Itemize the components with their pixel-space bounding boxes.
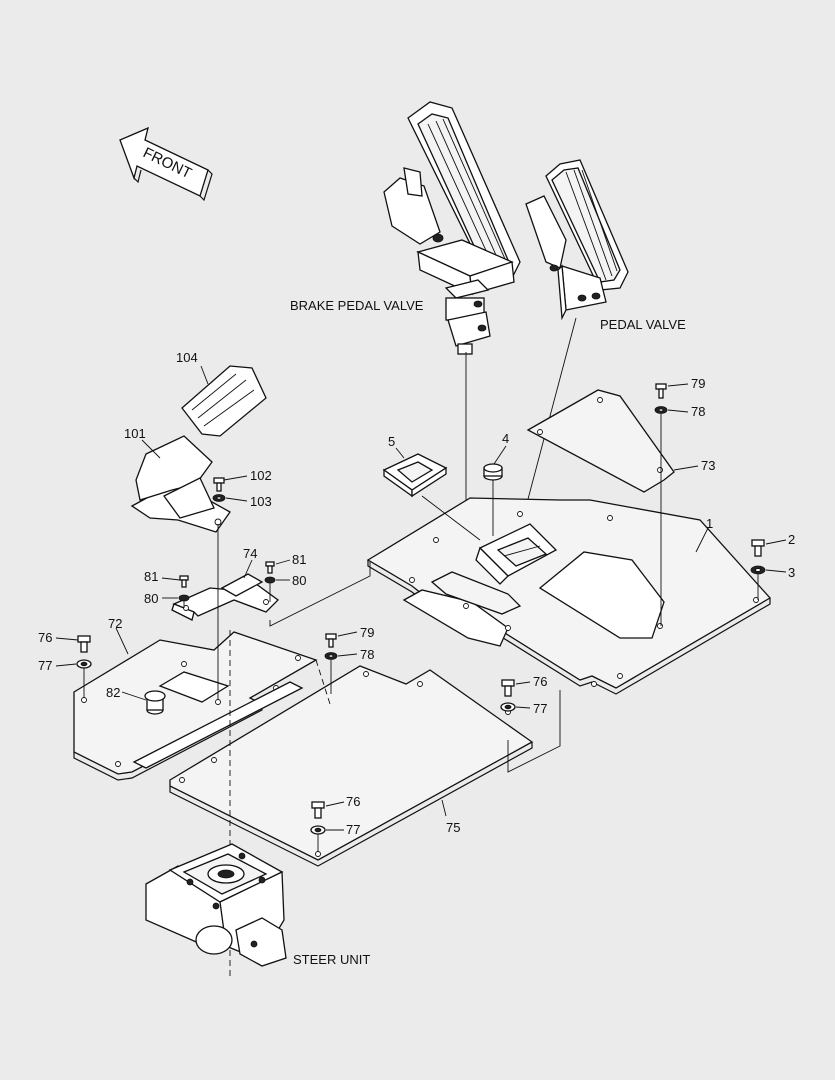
plate-75: [169, 665, 534, 867]
callout-80-left: 80: [144, 591, 158, 606]
callout-2: 2: [788, 532, 795, 547]
callout-4: 4: [502, 431, 509, 446]
callout-79-right: 79: [691, 376, 705, 391]
callout-102: 102: [250, 468, 272, 483]
callout-78-right: 78: [691, 404, 705, 419]
pad-104: [181, 365, 267, 437]
callout-74: 74: [243, 546, 257, 561]
floor-plate-1: [366, 497, 772, 695]
callout-101: 101: [124, 426, 146, 441]
pedal-101: [130, 435, 231, 533]
strip-72: [132, 681, 304, 769]
washer-103: [212, 494, 226, 502]
brake-pedal-ribs: [427, 118, 506, 269]
grommet-5: [382, 453, 448, 498]
washer-77-left: [76, 659, 92, 669]
washer-78-center: [324, 652, 338, 660]
callout-78-center: 78: [360, 647, 374, 662]
bolt-2: [751, 539, 765, 557]
callout-104: 104: [176, 350, 198, 365]
pedal-valve: [525, 159, 629, 321]
steer-unit-label: STEER UNIT: [293, 952, 370, 967]
pedal-valve-label: PEDAL VALVE: [600, 317, 686, 332]
pedal-mount-bracket: [475, 523, 558, 585]
callout-79-center: 79: [360, 625, 374, 640]
callout-77-left: 77: [38, 658, 52, 673]
callout-76-center: 76: [533, 674, 547, 689]
plug-82: [144, 690, 166, 715]
callout-1: 1: [706, 516, 713, 531]
callout-73: 73: [701, 458, 715, 473]
bolt-76-bottom: [311, 801, 325, 819]
steer-unit: [145, 843, 287, 967]
bolt-102: [213, 477, 225, 492]
washer-80-right: [264, 576, 276, 584]
callout-77-center: 77: [533, 701, 547, 716]
bolt-76-left: [77, 635, 91, 653]
washer-78-right: [654, 406, 668, 414]
washer-77-center: [500, 702, 516, 712]
bracket-74: [171, 573, 279, 621]
cap-4: [483, 463, 503, 481]
callout-82: 82: [106, 685, 120, 700]
callout-76-left: 76: [38, 630, 52, 645]
plate-73: [526, 389, 675, 493]
brake-pedal-valve-label: BRAKE PEDAL VALVE: [290, 298, 424, 313]
callout-75: 75: [446, 820, 460, 835]
callout-103: 103: [250, 494, 272, 509]
brake-pedal-valve: [383, 101, 521, 355]
bolt-79-center: [325, 633, 337, 648]
washer-3: [750, 565, 766, 575]
bolt-76-center: [501, 679, 515, 697]
plate-72: [73, 631, 318, 781]
callout-3: 3: [788, 565, 795, 580]
callout-5: 5: [388, 434, 395, 449]
bolt-81-left: [179, 575, 189, 588]
callout-76-bottom: 76: [346, 794, 360, 809]
pedal-valve-ribs: [565, 169, 618, 281]
callout-72: 72: [108, 616, 122, 631]
bolt-79-right: [655, 383, 667, 399]
callout-77-bottom: 77: [346, 822, 360, 837]
callout-81-left: 81: [144, 569, 158, 584]
washer-77-bottom: [310, 825, 326, 835]
grommet-5-leader: [421, 495, 481, 541]
callout-81-right: 81: [292, 552, 306, 567]
front-arrow-icon: FRONT: [119, 126, 213, 202]
callout-leaders: [55, 365, 787, 831]
bolt-81-right: [265, 561, 275, 574]
washer-80-left: [178, 594, 190, 602]
callout-80-right: 80: [292, 573, 306, 588]
